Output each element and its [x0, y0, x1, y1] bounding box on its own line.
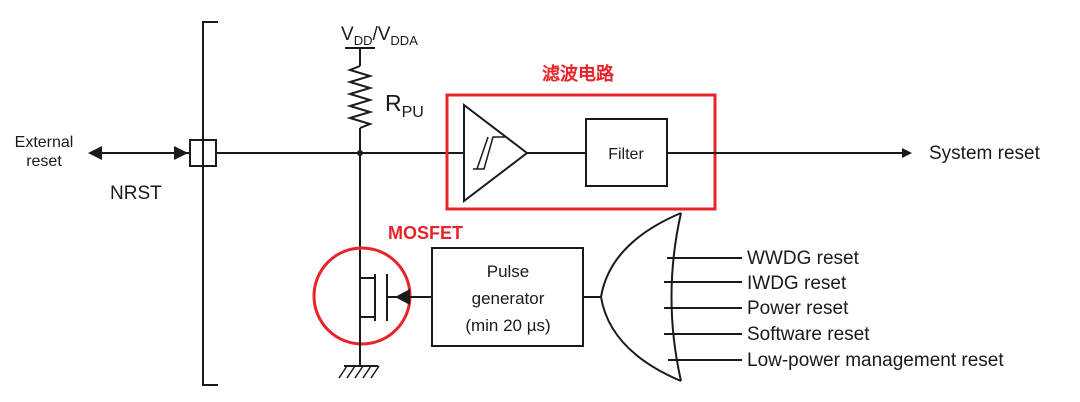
reset-source-software: Software reset [747, 324, 870, 345]
chip-boundary-bracket [202, 21, 218, 386]
pulse-label-line1: Pulse [487, 262, 530, 281]
reset-source-wwdg: WWDG reset [747, 248, 860, 269]
system-reset-label: System reset [929, 143, 1041, 164]
reset-source-lowpower: Low-power management reset [747, 350, 1004, 371]
left-arrow-head [88, 146, 102, 160]
reset-source-power: Power reset [747, 298, 849, 319]
resistor-label: RPU [385, 90, 424, 121]
pulse-label-line2: generator [472, 289, 545, 308]
system-reset-arrow-head [902, 148, 912, 158]
gate-arrow-head [395, 289, 410, 305]
nrst-label: NRST [110, 183, 162, 204]
right-arrow-head [174, 146, 188, 160]
reset-source-iwdg: IWDG reset [747, 273, 847, 294]
schmitt-trigger-buffer [463, 102, 529, 204]
or-gate-input-arc [670, 212, 682, 382]
mosfet-drain-source [359, 262, 375, 330]
or-gate-output-arc [599, 212, 682, 382]
external-label-line2: reset [26, 153, 62, 170]
filter-label: Filter [608, 146, 644, 163]
pull-up-resistor [346, 65, 374, 129]
supply-label: VDD/VDDA [341, 24, 418, 48]
filter-circuit-label: 滤波电路 [542, 63, 615, 84]
pulse-label-line3: (min 20 µs) [465, 316, 550, 335]
mosfet-label: MOSFET [388, 223, 463, 243]
external-label-line1: External [15, 134, 74, 151]
ground-hatch [338, 365, 380, 379]
hysteresis-icon [473, 136, 505, 170]
